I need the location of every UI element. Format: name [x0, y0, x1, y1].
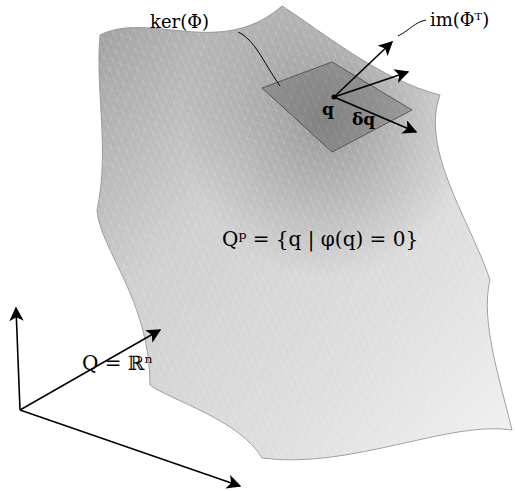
axis-arrow: [20, 410, 240, 486]
manifold-surface: [97, 6, 512, 460]
leader-line: [238, 32, 280, 86]
point-dot: [332, 95, 337, 100]
manifold-label: Qᵖ = {q | φ(q) = 0}: [222, 228, 418, 250]
surface-shading: [97, 6, 512, 460]
axis-arrow: [16, 308, 20, 410]
space-label: Q = ℝⁿ: [82, 352, 153, 374]
axis-arrow: [20, 330, 160, 410]
tangent-plane: [262, 62, 412, 152]
point-label: q: [322, 100, 334, 119]
subspace-label: im(Φᵀ): [430, 10, 489, 30]
subspace-label: ker(Φ): [150, 12, 209, 32]
leader-line: [398, 20, 426, 36]
variation-label: δq: [352, 110, 375, 129]
normal-arrow: [334, 42, 392, 97]
surface-mesh: [97, 6, 512, 460]
tangent-arrow: [334, 72, 408, 97]
tangent-arrow: [334, 97, 416, 132]
